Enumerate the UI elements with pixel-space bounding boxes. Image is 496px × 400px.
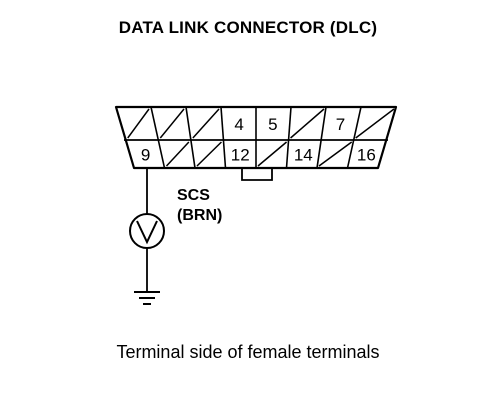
wire-color-code: (BRN) — [177, 207, 223, 224]
empty-cavity-slash — [257, 141, 288, 167]
pin-separator — [150, 106, 160, 141]
empty-cavity-slash — [159, 108, 185, 139]
pin-separator — [320, 106, 327, 141]
pin-4: 4 — [220, 106, 244, 141]
pin-number: 16 — [357, 146, 376, 165]
wire-label: SCS (BRN) — [177, 186, 222, 226]
pin-number: 9 — [141, 146, 150, 165]
empty-cavity-slash — [165, 141, 190, 167]
diagram-caption: Terminal side of female terminals — [116, 342, 380, 362]
pin-2 — [150, 106, 185, 141]
pin-6 — [287, 106, 325, 141]
pin-separator — [287, 106, 292, 141]
ground-icon — [134, 291, 160, 305]
pin-5: 5 — [255, 107, 278, 140]
pin-separator — [190, 139, 196, 169]
pin-number: 12 — [231, 146, 250, 165]
empty-cavity-slash — [196, 141, 222, 167]
pin-number: 7 — [336, 115, 345, 134]
bottom-row-pins: 9 12 14 16 — [141, 139, 376, 169]
empty-cavity-slash — [290, 108, 325, 139]
empty-cavity-slash — [318, 141, 353, 167]
pin-15 — [316, 139, 353, 169]
wire-signal-name: SCS — [177, 187, 210, 204]
pin-number: 4 — [234, 115, 243, 134]
pin-1 — [127, 108, 150, 139]
pin-9: 9 — [141, 146, 150, 165]
empty-cavity-slash — [355, 108, 395, 139]
pin-separator — [352, 106, 362, 141]
pin-7: 7 — [320, 106, 345, 141]
pin-11 — [190, 139, 222, 169]
pin-12: 12 — [222, 139, 250, 169]
voltmeter-icon — [129, 213, 165, 249]
pin-separator — [316, 139, 322, 169]
diagram-title: DATA LINK CONNECTOR (DLC) — [118, 18, 378, 37]
pin-8 — [352, 106, 395, 141]
pin-number: 5 — [268, 115, 277, 134]
empty-cavity-slash — [127, 108, 150, 139]
pin-13 — [255, 140, 288, 168]
top-row-pins: 4 5 7 — [127, 106, 395, 141]
pin-separator — [346, 139, 355, 169]
locking-tab — [241, 168, 273, 181]
pin-separator — [222, 139, 227, 169]
pin-separator — [285, 139, 290, 169]
dlc-connector: 4 5 7 9 12 14 16 — [114, 105, 398, 181]
pin-3 — [185, 106, 220, 141]
pin-16: 16 — [346, 139, 376, 169]
connector-outline — [114, 105, 398, 170]
pin-14: 14 — [285, 139, 313, 169]
pin-number: 14 — [294, 146, 313, 165]
pin-10 — [157, 139, 190, 169]
pin-separator — [157, 139, 166, 169]
pin-separator — [185, 106, 192, 141]
pin-separator — [220, 106, 225, 141]
empty-cavity-slash — [192, 108, 220, 139]
